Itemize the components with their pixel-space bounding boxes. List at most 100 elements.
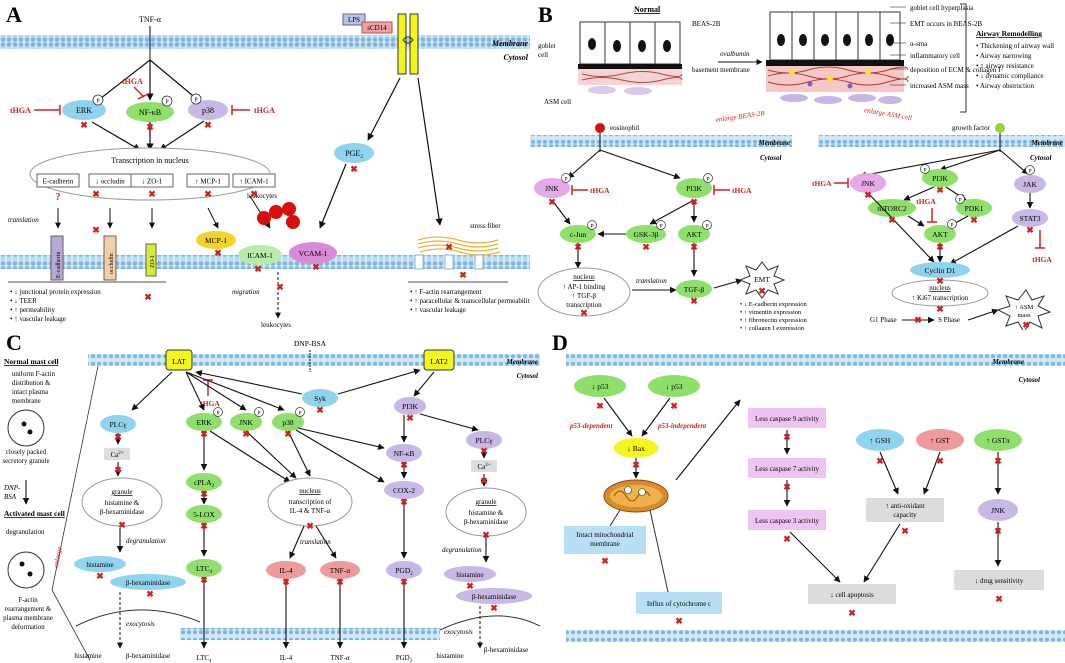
svg-text:✖: ✖ — [914, 315, 922, 325]
s-phase-label: S Phase — [938, 316, 960, 324]
c-normal-desc-line: uniform F-actin — [12, 371, 55, 378]
thga-pi3k-inhibitor-b: tHGA — [713, 185, 752, 195]
b-remodel-line: • ↓ dynamic compliance — [976, 72, 1044, 80]
icam1-node: ICAM-1 — [238, 245, 282, 265]
nucleus-label-c: nucleus — [299, 487, 321, 495]
dnp-bsa-label: DNP-BSA — [294, 339, 327, 348]
svg-text:✖: ✖ — [250, 189, 258, 199]
svg-text:✖: ✖ — [888, 215, 896, 225]
inhibit-marks-a: ✖ ✖ ✖ ✖ ✖ ✖ ✖ ✖ ✖ ✖ ✖ ✖ ✖ ✖ ✖ ✖ — [80, 120, 467, 302]
jak-node: JAK P — [1014, 165, 1046, 193]
membrane-c-bottom — [180, 628, 440, 640]
membrane-d-bottom — [566, 630, 1065, 642]
plcg-node-c: PLCγ — [100, 415, 136, 433]
svg-text:PGE2: PGE2 — [345, 149, 363, 160]
inhibit-marks-c: ✖ ✖ ✖ ✖ ✖ ✖ ✖ ✖ ✖ ✖ ✖ ✖ ✖ ✖ ✖ ✖ ✖ ✖ ✖ ✖ … — [96, 405, 498, 613]
remodel-change-label: inflammatory cell — [910, 52, 960, 60]
panel-a: A Membrane Cytosol TNF-α LPS sCD14 ERK P… — [0, 0, 530, 330]
svg-text:✖: ✖ — [490, 603, 498, 613]
jnk-node-c: JNK P — [230, 407, 264, 431]
svg-text:E-cadherin: E-cadherin — [56, 252, 62, 278]
svg-text:✖: ✖ — [1026, 225, 1034, 235]
b-emt-line: • ↑ vimentin expression — [740, 309, 802, 316]
thga-stat3-label: tHGA — [1032, 255, 1052, 264]
nfkb-node: NF-κB P — [126, 95, 174, 122]
cytosol-label-c: Cytosol — [517, 372, 538, 380]
svg-text:✖: ✖ — [406, 413, 414, 423]
pgd2-node: PGD2 — [386, 561, 422, 579]
svg-text:✖: ✖ — [970, 215, 978, 225]
akt-node-b: AKT P — [678, 220, 712, 243]
c-normal-desc-line: membrane — [12, 398, 41, 405]
enlarge-label-c: enlarge — [52, 546, 64, 568]
gene-label: ↑ ICAM-1 — [239, 178, 269, 186]
normal-mast-cell — [7, 409, 45, 447]
svg-text:P: P — [706, 177, 709, 183]
svg-text:↓ cell apoptosis: ↓ cell apoptosis — [830, 591, 874, 599]
svg-text:P: P — [216, 411, 219, 417]
svg-text:PLCγ: PLCγ — [109, 420, 127, 429]
tnfa-out: TNF-α — [330, 654, 350, 662]
g1-phase-label: G1 Phase — [870, 316, 897, 324]
c-normal-desc-line: intact plasma — [12, 389, 48, 396]
a-effects-right-line: • ↑ vascular leakage — [410, 306, 466, 314]
svg-text:tHGA: tHGA — [254, 106, 275, 115]
emt-effects: • ↓ E-cadherin expression• ↑ vimentin ex… — [740, 301, 807, 330]
svg-text:✖: ✖ — [876, 456, 884, 466]
svg-text:COX-2: COX-2 — [393, 486, 415, 495]
thga-akt-label: tHGA — [916, 197, 936, 206]
translation-label-a: translation — [8, 216, 39, 224]
svg-text:✖: ✖ — [936, 276, 944, 286]
svg-text:✖: ✖ — [92, 189, 100, 199]
svg-text:✖: ✖ — [936, 185, 944, 195]
transcription-label: Transcription in nucleus — [111, 156, 188, 165]
svg-text:✖: ✖ — [146, 122, 154, 132]
svg-text:✖: ✖ — [284, 429, 292, 439]
svg-text:p38: p38 — [282, 418, 294, 427]
svg-text:tHGA: tHGA — [10, 106, 31, 115]
membrane-d-top — [566, 354, 1065, 366]
svg-text:MCP-1: MCP-1 — [205, 236, 227, 245]
b-nucleus-line: ↑ AP-1 binding — [563, 283, 606, 291]
svg-text:P: P — [923, 168, 926, 174]
activated-mast-cell — [7, 551, 45, 589]
svg-text:β-hexaminidase: β-hexaminidase — [126, 579, 170, 587]
svg-text:tHGA: tHGA — [122, 77, 143, 86]
tgfb-node: TGF-β — [676, 280, 712, 298]
granule-label-c2: granule — [476, 498, 497, 506]
out-histamine-c: histamine — [74, 652, 101, 660]
svg-text:P: P — [590, 224, 593, 230]
svg-text:PI3K: PI3K — [932, 174, 948, 183]
svg-text:mTORC2: mTORC2 — [877, 204, 907, 213]
svg-text:✖: ✖ — [994, 526, 1002, 536]
svg-text:✖: ✖ — [690, 296, 698, 306]
svg-text:ICAM-1: ICAM-1 — [247, 251, 273, 260]
tight-junction-gaps — [414, 254, 484, 270]
histamine-node-c: histamine — [74, 556, 126, 572]
svg-text:JNK: JNK — [861, 179, 875, 188]
svg-text:NF-κB: NF-κB — [394, 449, 415, 458]
svg-text:✖: ✖ — [548, 197, 556, 207]
inhibit-marks-d: ✖ ✖ ✖ ✖ ✖ ✖ ✖ ✖ ✖ ✖ ✖ ✖ ✖ ✖ ✖ — [596, 401, 1003, 626]
cpla2-node: cPLA2 — [186, 473, 222, 491]
membrane-label-b2: Membrane — [1031, 139, 1064, 147]
svg-text:PGD2: PGD2 — [395, 566, 413, 577]
svg-text:✖: ✖ — [690, 242, 698, 252]
svg-text:✖: ✖ — [282, 577, 290, 587]
svg-text:EMT: EMT — [754, 275, 770, 284]
svg-text:Cyclin D1: Cyclin D1 — [924, 266, 955, 275]
pdk1-node: PDK1 P — [955, 194, 992, 217]
degranulation-side: degranulation — [6, 528, 45, 536]
nucleus-oval-c — [267, 477, 353, 527]
membrane-label-d: Membrane — [992, 358, 1025, 366]
emt-burst: EMT — [738, 261, 786, 299]
gene-label: ↓ occludin — [95, 178, 125, 186]
nfkb-node-c: NF-κB — [386, 444, 422, 462]
svg-text:✖: ✖ — [144, 292, 152, 302]
growth-factor — [995, 123, 1005, 133]
svg-text:✖: ✖ — [596, 401, 604, 411]
membrane-b-left — [530, 135, 792, 147]
gene-label: ↓ ZO-1 — [142, 178, 163, 186]
hist-hex-c: histamine &β-hexaminidase — [100, 499, 144, 516]
